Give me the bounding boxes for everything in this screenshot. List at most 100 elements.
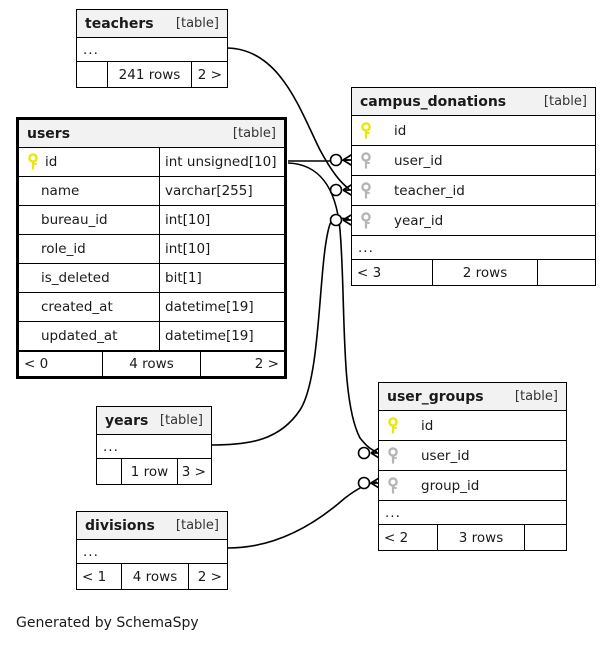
footer-prev[interactable] xyxy=(77,62,107,87)
column-name-cell: user_id xyxy=(379,441,566,470)
column-name-cell: name xyxy=(41,183,80,199)
footer-next[interactable]: 2 > xyxy=(254,356,279,372)
column-label: id xyxy=(394,122,407,139)
table-name: campus_donations xyxy=(360,93,507,110)
footer-next[interactable] xyxy=(538,260,595,285)
table-name: divisions xyxy=(85,517,155,534)
foreign-key-icon xyxy=(361,211,371,228)
column-name-cell: updated_at xyxy=(41,328,118,344)
table-campus-donations-ellipsis: ... xyxy=(352,236,595,260)
table-user-groups-header: user_groups [table] xyxy=(379,383,566,411)
table-teachers[interactable]: teachers [table] ... 241 rows 2 > xyxy=(76,9,228,88)
table-teachers-header: teachers [table] xyxy=(77,10,227,38)
footer-next[interactable]: 2 > xyxy=(197,568,222,585)
column-name-cell: teacher_id xyxy=(352,176,595,205)
table-years-ellipsis: ... xyxy=(97,435,211,459)
foreign-key-icon xyxy=(361,151,371,168)
column-label: user_id xyxy=(394,152,443,169)
footer-prev[interactable]: < 0 xyxy=(24,356,49,372)
table-name: teachers xyxy=(85,15,154,32)
table-users-footer: < 0 4 rows 2 > xyxy=(19,351,284,376)
footer-rowcount: 4 rows xyxy=(102,352,201,376)
table-tag: [table] xyxy=(175,16,219,31)
table-divisions-footer: < 1 4 rows 2 > xyxy=(77,564,227,589)
table-teachers-footer: 241 rows 2 > xyxy=(77,62,227,87)
column-row-role-id[interactable]: role_id int[10] xyxy=(19,235,284,264)
table-tag: [table] xyxy=(232,126,276,141)
column-row-is-deleted[interactable]: is_deleted bit[1] xyxy=(19,264,284,293)
table-tag: [table] xyxy=(543,94,587,109)
footer-next[interactable] xyxy=(525,525,566,550)
column-row-year-id[interactable]: year_id xyxy=(352,206,595,236)
footer-prev[interactable]: < 3 xyxy=(357,264,382,281)
column-type-cell: datetime[19] xyxy=(159,293,284,321)
table-user-groups-footer: < 2 3 rows xyxy=(379,525,566,550)
column-label: teacher_id xyxy=(394,182,465,199)
column-label: group_id xyxy=(421,477,480,494)
column-type-cell: int unsigned[10] xyxy=(159,148,284,176)
primary-key-icon xyxy=(28,153,38,170)
column-type-cell: int[10] xyxy=(159,206,284,234)
table-campus-donations-footer: < 3 2 rows xyxy=(352,260,595,285)
column-label: id xyxy=(421,417,434,434)
column-row-updated-at[interactable]: updated_at datetime[19] xyxy=(19,322,284,351)
table-tag: [table] xyxy=(159,413,203,428)
column-name-cell: year_id xyxy=(352,206,595,235)
table-name: user_groups xyxy=(387,388,484,405)
footer-rowcount: 4 rows xyxy=(121,564,189,589)
footer-rowcount: 2 rows xyxy=(432,260,538,285)
footer-rowcount: 1 row xyxy=(121,459,178,484)
column-row-id[interactable]: id xyxy=(379,411,566,441)
column-name-cell: id xyxy=(19,148,159,176)
column-row-name[interactable]: name varchar[255] xyxy=(19,177,284,206)
column-row-teacher-id[interactable]: teacher_id xyxy=(352,176,595,206)
footer-prev[interactable]: < 1 xyxy=(82,568,107,585)
column-type-cell: varchar[255] xyxy=(159,177,284,205)
column-name-cell: user_id xyxy=(352,146,595,175)
foreign-key-icon xyxy=(361,181,371,198)
table-divisions[interactable]: divisions [table] ... < 1 4 rows 2 > xyxy=(76,511,228,590)
table-user-groups-ellipsis: ... xyxy=(379,501,566,525)
footer-prev[interactable] xyxy=(97,459,121,484)
footer-prev[interactable]: < 2 xyxy=(384,529,409,546)
column-label: id xyxy=(45,154,58,170)
column-type-cell: int[10] xyxy=(159,235,284,263)
column-row-group-id[interactable]: group_id xyxy=(379,471,566,501)
table-name: users xyxy=(27,125,71,142)
table-years-header: years [table] xyxy=(97,407,211,435)
column-row-created-at[interactable]: created_at datetime[19] xyxy=(19,293,284,322)
column-name-cell: created_at xyxy=(41,299,113,315)
column-type-cell: datetime[19] xyxy=(159,322,284,350)
footer-next[interactable]: 3 > xyxy=(181,463,206,480)
column-row-id[interactable]: id xyxy=(352,116,595,146)
table-user-groups[interactable]: user_groups [table] id user_id xyxy=(378,382,567,551)
primary-key-icon xyxy=(361,121,371,138)
table-users[interactable]: users [table] id int unsigned[10] name v… xyxy=(16,117,287,379)
column-name-cell: group_id xyxy=(379,471,566,500)
column-name-cell: id xyxy=(352,116,595,145)
foreign-key-icon xyxy=(388,476,398,493)
footer-next[interactable]: 2 > xyxy=(197,66,222,83)
table-tag: [table] xyxy=(514,389,558,404)
primary-key-icon xyxy=(388,416,398,433)
footer-rowcount: 241 rows xyxy=(107,62,192,87)
column-name-cell: bureau_id xyxy=(41,212,108,228)
table-years-footer: 1 row 3 > xyxy=(97,459,211,484)
column-type-cell: bit[1] xyxy=(159,264,284,292)
table-teachers-ellipsis: ... xyxy=(77,38,227,62)
table-years[interactable]: years [table] ... 1 row 3 > xyxy=(96,406,212,485)
column-name-cell: id xyxy=(379,411,566,440)
table-divisions-header: divisions [table] xyxy=(77,512,227,540)
table-campus-donations[interactable]: campus_donations [table] id user_id xyxy=(351,87,596,286)
footer-rowcount: 3 rows xyxy=(437,525,525,550)
column-label: year_id xyxy=(394,212,444,229)
table-users-header: users [table] xyxy=(19,120,284,148)
edge-users-campus-donations-user xyxy=(288,159,350,162)
edge-divisions-user-groups xyxy=(227,481,378,549)
column-row-user-id[interactable]: user_id xyxy=(352,146,595,176)
column-row-user-id[interactable]: user_id xyxy=(379,441,566,471)
column-row-id[interactable]: id int unsigned[10] xyxy=(19,148,284,177)
column-row-bureau-id[interactable]: bureau_id int[10] xyxy=(19,206,284,235)
table-tag: [table] xyxy=(175,518,219,533)
column-name-cell: role_id xyxy=(41,241,86,257)
